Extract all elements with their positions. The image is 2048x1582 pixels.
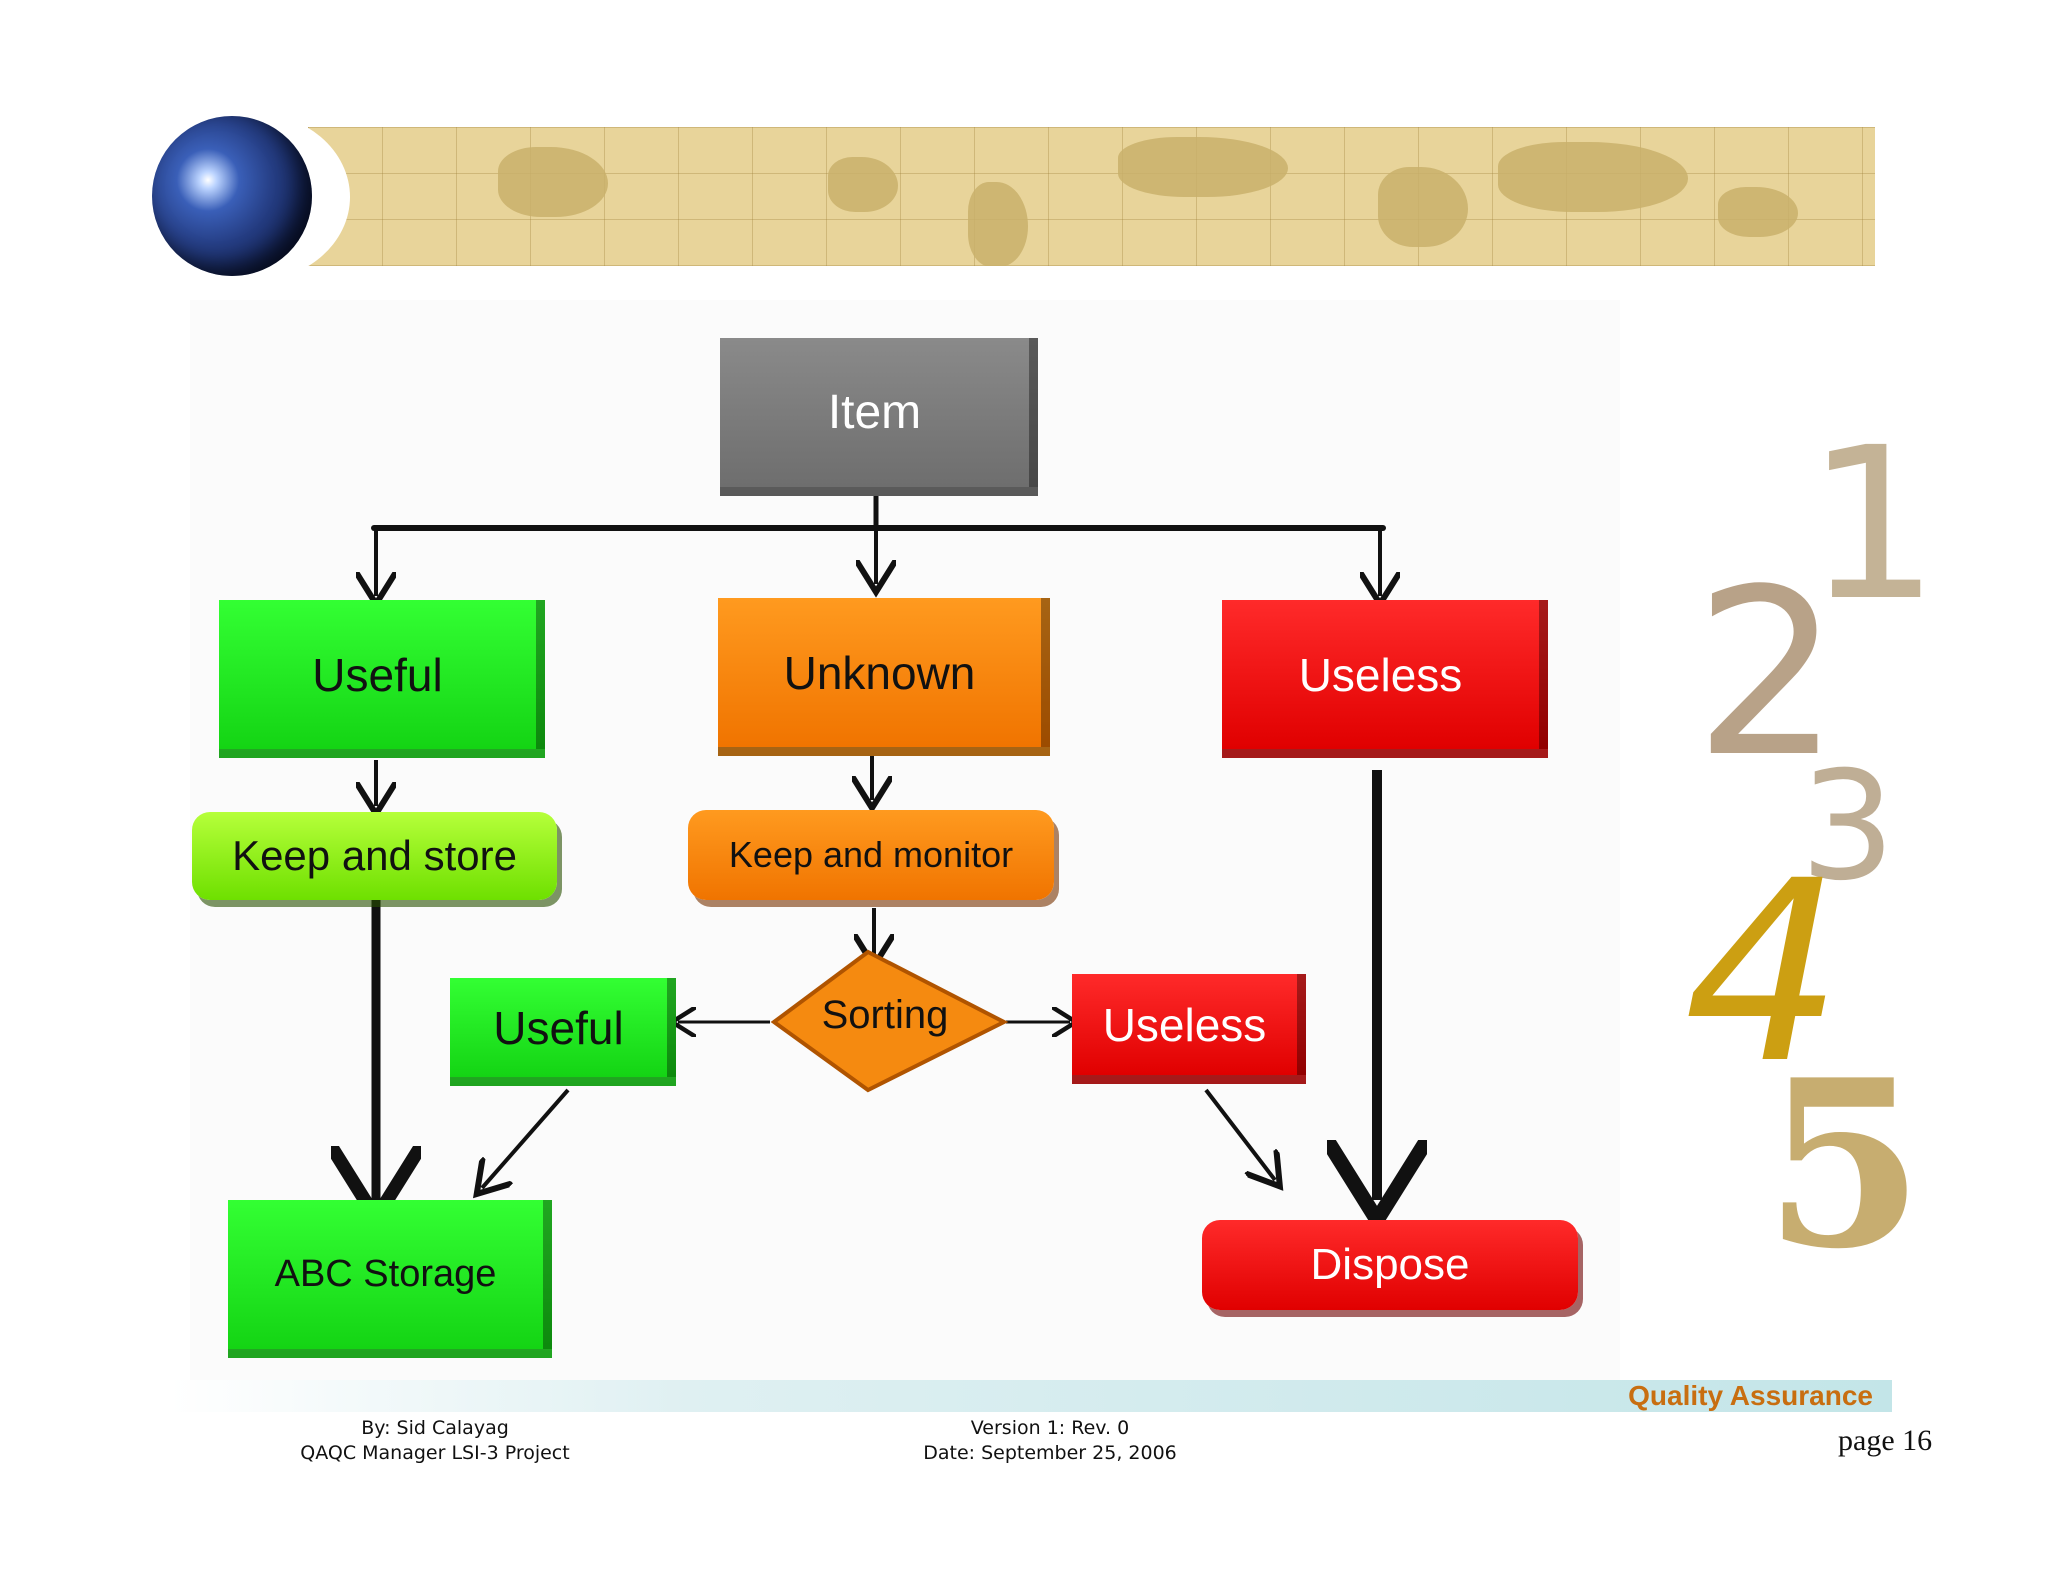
deco-number-2: 2	[1694, 541, 1841, 808]
footer-version: Version 1: Rev. 0 Date: September 25, 20…	[900, 1416, 1200, 1466]
node-keep-and-store: Keep and store	[192, 812, 557, 900]
deco-number-1: 1	[1806, 402, 1940, 647]
node-sorting-useful: Useful	[450, 978, 676, 1086]
node-item: Item	[720, 338, 1038, 496]
node-unknown: Unknown	[718, 598, 1050, 756]
deco-number-3: 3	[1800, 740, 1896, 914]
footer-version-line2: Date: September 25, 2006	[923, 1442, 1177, 1464]
node-useless: Useless	[1222, 600, 1548, 758]
node-abc-storage: ABC Storage	[228, 1200, 552, 1358]
node-keep-and-monitor: Keep and monitor	[688, 810, 1054, 900]
node-dispose: Dispose	[1202, 1220, 1578, 1310]
sorting-diamond	[770, 949, 1009, 1093]
flowchart-connectors	[190, 490, 1620, 1385]
arrow-sortuseless-dispose	[1204, 1088, 1275, 1180]
arrow-sortuseful-storage	[482, 1088, 570, 1188]
flowchart-panel: Item Useful Unknown Useless Keep and sto…	[190, 300, 1620, 1385]
node-sorting: Sorting	[821, 992, 949, 1037]
footer-author-line2: QAQC Manager LSI-3 Project	[300, 1442, 570, 1464]
node-useful: Useful	[219, 600, 545, 758]
page-number: page 16	[1838, 1424, 1933, 1457]
node-sorting-useless: Useless	[1072, 974, 1306, 1084]
footer-author-line1: By: Sid Calayag	[361, 1417, 509, 1439]
header-banner-world-map	[308, 127, 1875, 266]
globe-icon	[152, 116, 312, 276]
footer-version-line1: Version 1: Rev. 0	[970, 1417, 1130, 1439]
footer-section-title: Quality Assurance	[1628, 1380, 1873, 1411]
footer-bar	[170, 1380, 1892, 1412]
footer-author: By: Sid Calayag QAQC Manager LSI-3 Proje…	[270, 1416, 600, 1466]
deco-number-5: 5	[1764, 1030, 1925, 1300]
deco-number-4: 4	[1684, 827, 1844, 1118]
